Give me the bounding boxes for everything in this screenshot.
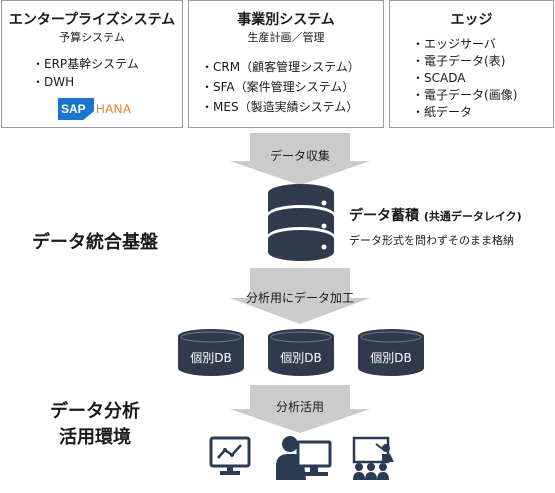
environment-label-line1: データ分析 (50, 401, 140, 422)
enterprise-system-list: ERP基幹システム DWH (32, 55, 139, 91)
business-system-box: 事業別システム 生産計画／管理 CRM（顧客管理システム） SFA（案件管理シス… (188, 0, 384, 128)
edge-system-title: エッジ (450, 12, 493, 28)
sap-logo-mark: SAP (58, 98, 94, 120)
individual-db-1-label: 個別DB (190, 351, 232, 365)
list-item: 電子データ(表) (412, 53, 517, 70)
platform-label: データ統合基盤 (32, 232, 158, 253)
data-store-title-note: (共通データレイク) (423, 210, 522, 223)
data-store-description: データ形式を問わずそのまま格納 (349, 234, 514, 247)
enterprise-system-title: エンタープライズシステム (8, 12, 176, 28)
list-item: 電子データ(画像) (412, 87, 517, 104)
enterprise-system-box: エンタープライズシステム 予算システム ERP基幹システム DWH SAP HA… (1, 0, 183, 128)
list-item: MES（製造実績システム） (201, 97, 360, 117)
sap-hana-logo: SAP HANA (58, 98, 132, 120)
individual-db-2-icon (268, 329, 334, 376)
individual-db-2-label: 個別DB (280, 351, 322, 365)
list-item: エッジサーバ (412, 36, 517, 53)
use-label: 分析活用 (275, 400, 324, 414)
list-item: DWH (32, 73, 139, 91)
hana-logo-text: HANA (96, 102, 132, 116)
list-item: CRM（顧客管理システム） (201, 57, 360, 77)
list-item: ERP基幹システム (32, 55, 139, 73)
process-label: 分析用にデータ加工 (245, 291, 354, 305)
data-store-title-main: データ蓄積 (349, 208, 419, 224)
individual-db-3-icon (358, 329, 424, 376)
use-arrow (230, 385, 370, 433)
analytics-monitor-icon (209, 436, 251, 475)
business-system-title: 事業別システム (237, 12, 335, 28)
environment-label-line2: 活用環境 (59, 427, 131, 448)
presentation-audience-icon (352, 436, 394, 480)
business-system-subtitle: 生産計画／管理 (247, 31, 325, 44)
business-system-list: CRM（顧客管理システム） SFA（案件管理システム） MES（製造実績システム… (201, 57, 360, 117)
data-lake-icon (268, 184, 334, 261)
list-item: SFA（案件管理システム） (201, 77, 360, 97)
environment-label: データ分析 活用環境 (20, 399, 170, 451)
list-item: SCADA (412, 70, 517, 87)
enterprise-system-subtitle: 予算システム (59, 31, 125, 44)
analyst-at-computer-icon (276, 436, 332, 480)
collect-arrow (230, 133, 370, 185)
edge-system-list: エッジサーバ 電子データ(表) SCADA 電子データ(画像) 紙データ (412, 36, 517, 121)
edge-system-box: エッジ エッジサーバ 電子データ(表) SCADA 電子データ(画像) 紙データ (389, 0, 554, 128)
individual-db-1-icon (178, 329, 244, 376)
individual-db-3-label: 個別DB (370, 351, 412, 365)
data-store-title: データ蓄積 (共通データレイク) (349, 205, 522, 225)
list-item: 紙データ (412, 104, 517, 121)
collect-label: データ収集 (269, 149, 330, 163)
process-arrow (230, 268, 370, 324)
